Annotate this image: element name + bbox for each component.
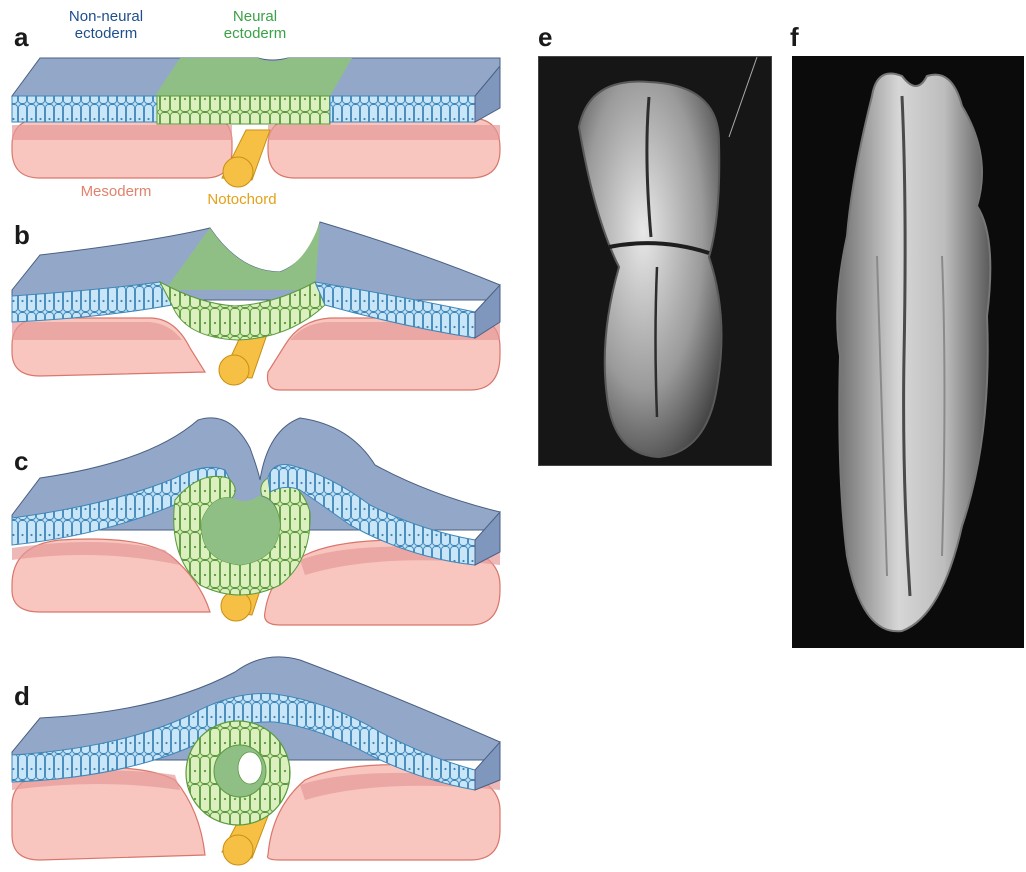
notochord-end-d	[223, 835, 253, 865]
embryo-micrograph-e	[539, 57, 771, 465]
notochord-end-a	[223, 157, 253, 187]
panel-b-diagram	[12, 222, 500, 390]
embryo-micrograph-f	[792, 56, 1024, 648]
neural-plate-surface-a	[155, 58, 352, 96]
mesoderm-right-a-top	[268, 125, 500, 140]
photo-panel-e	[538, 56, 772, 466]
photo-panel-f	[792, 56, 1024, 648]
cell-layer-blue-right-a	[330, 96, 475, 122]
panel-d-diagram	[12, 657, 500, 865]
panel-c-diagram	[12, 418, 500, 625]
mesoderm-left-b-top	[12, 322, 182, 340]
mesoderm-left-a-top	[12, 125, 232, 140]
panel-a-diagram	[12, 58, 500, 187]
notochord-end-c	[221, 591, 251, 621]
neural-tube-lumen-d	[238, 752, 262, 784]
cell-layer-blue-left-a	[12, 96, 157, 122]
cell-layer-green-a	[157, 96, 330, 124]
notochord-end-b	[219, 355, 249, 385]
